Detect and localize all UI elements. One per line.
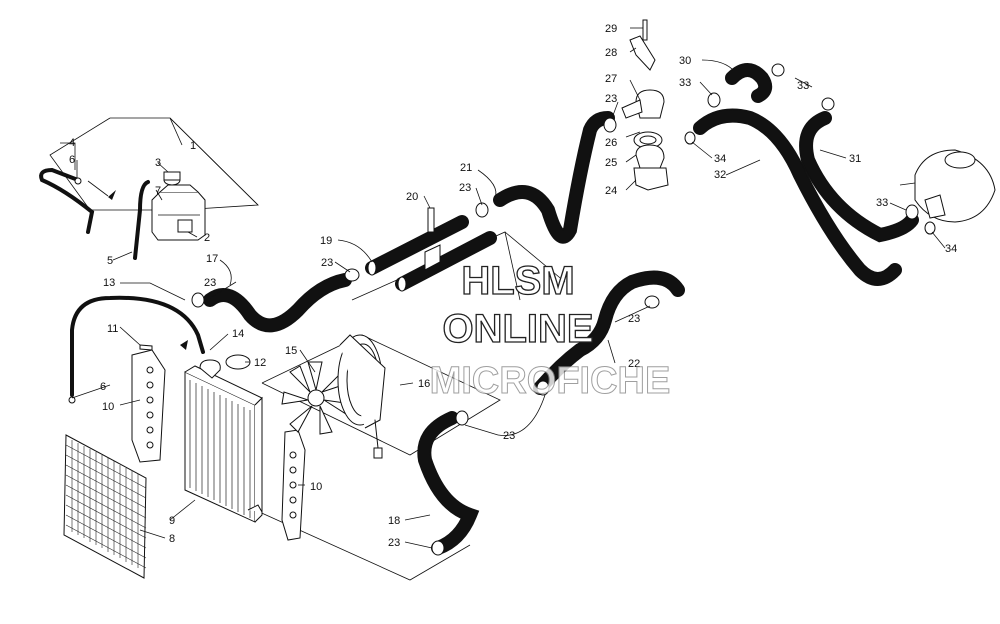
arrow-marker [108, 190, 116, 200]
callout-17: 17 [206, 253, 218, 265]
radiator-bracket-part-10b [281, 429, 306, 541]
watermark: HLSM ONLINE MICROFICHE [429, 258, 671, 402]
thermostat-part-25 [635, 144, 665, 169]
overflow-hose-part-4 [39, 167, 95, 234]
thermostat-housing-part-27 [621, 89, 665, 119]
radiator-bracket-part-10a [131, 349, 166, 463]
callout-21: 21 [460, 162, 472, 174]
clamp-34-a [684, 131, 696, 145]
callout-6b: 6 [100, 381, 106, 393]
callout-22: 22 [628, 358, 640, 370]
callout-5: 5 [107, 255, 113, 267]
callout-33a: 33 [679, 77, 691, 89]
callout-24: 24 [605, 185, 617, 197]
callout-26: 26 [605, 137, 617, 149]
callout-32: 32 [714, 169, 726, 181]
arrow-marker-2 [180, 340, 188, 350]
clamp-23-c [344, 268, 360, 282]
callout-10a: 10 [102, 401, 114, 413]
reservoir-tank-part-2 [151, 184, 206, 241]
bolt-part-20 [427, 207, 435, 233]
bolt-part-29 [642, 19, 648, 41]
callout-11: 11 [107, 323, 118, 335]
clamp-33-c [821, 97, 835, 111]
coolant-hoses [203, 63, 919, 555]
radiator-group [63, 295, 306, 579]
clamp-23-d [191, 292, 205, 308]
callout-30: 30 [679, 55, 691, 67]
callout-6a: 6 [69, 154, 75, 166]
callout-1: 1 [190, 140, 196, 152]
callout-23e: 23 [628, 313, 640, 325]
clamp-23-g [455, 410, 469, 426]
callout-16: 16 [418, 378, 430, 390]
leader-lines [60, 27, 946, 549]
callout-28: 28 [605, 47, 617, 59]
callout-31: 31 [849, 153, 861, 165]
thermostat-base-part-24 [633, 167, 669, 191]
clamp-23-f [536, 380, 550, 396]
thermostat-group [621, 19, 669, 191]
callout-33c: 33 [876, 197, 888, 209]
hose-part-32 [693, 108, 902, 286]
clamp-33-a [707, 92, 721, 108]
engine-outlet-group [899, 149, 996, 223]
fan-motor-shroud-part-16 [337, 334, 386, 459]
watermark-line-1: HLSM [461, 259, 574, 303]
callout-23c: 23 [321, 257, 333, 269]
callout-3: 3 [155, 157, 161, 169]
radiator-screen-part-8 [63, 434, 147, 579]
callout-23d: 23 [204, 277, 216, 289]
callout-15: 15 [285, 345, 297, 357]
callout-23b: 23 [459, 182, 471, 194]
callout-23f: 23 [503, 430, 515, 442]
callout-14: 14 [232, 328, 244, 340]
callout-9: 9 [169, 515, 175, 527]
clamp-33-d [905, 204, 919, 220]
hose-clamps [191, 63, 936, 556]
bracket-part-28 [629, 35, 656, 71]
callout-33b: 33 [797, 80, 809, 92]
callout-8: 8 [169, 533, 175, 545]
callout-20: 20 [406, 191, 418, 203]
radiator-core-part-9 [184, 359, 263, 523]
callout-29: 29 [605, 23, 617, 35]
fan-group [281, 334, 386, 459]
callout-labels: 1 2 3 4 5 6 6 7 8 9 10 10 11 12 13 14 15… [69, 23, 957, 549]
watermark-line-3: MICROFICHE [430, 360, 671, 402]
clamp-23-b [475, 202, 489, 218]
callout-10b: 10 [310, 481, 322, 493]
clamp-34-b [924, 221, 936, 235]
screw-part-11 [139, 344, 153, 351]
callout-4: 4 [69, 137, 75, 149]
reservoir-cap-part-3 [163, 171, 181, 186]
callout-27: 27 [605, 73, 617, 85]
callout-13: 13 [103, 277, 115, 289]
coolant-reservoir-group [39, 167, 206, 260]
clamp-23-a [603, 117, 617, 133]
clamp-33-b [771, 63, 785, 77]
clamp-23-h [431, 540, 445, 556]
coolant-tubes-part-19 [365, 215, 497, 292]
callout-2: 2 [204, 232, 210, 244]
clamp-part-6a [74, 177, 82, 185]
callout-34a: 34 [714, 153, 726, 165]
callout-12: 12 [254, 357, 266, 369]
callout-25: 25 [605, 157, 617, 169]
clamp-23-e [644, 295, 660, 309]
callout-34b: 34 [945, 243, 957, 255]
callout-7: 7 [155, 185, 161, 197]
watermark-line-2: ONLINE [442, 307, 593, 351]
callout-23a: 23 [605, 93, 617, 105]
clamp-part-6b [68, 396, 76, 404]
callout-23g: 23 [388, 537, 400, 549]
callout-19: 19 [320, 235, 332, 247]
callout-18: 18 [388, 515, 400, 527]
